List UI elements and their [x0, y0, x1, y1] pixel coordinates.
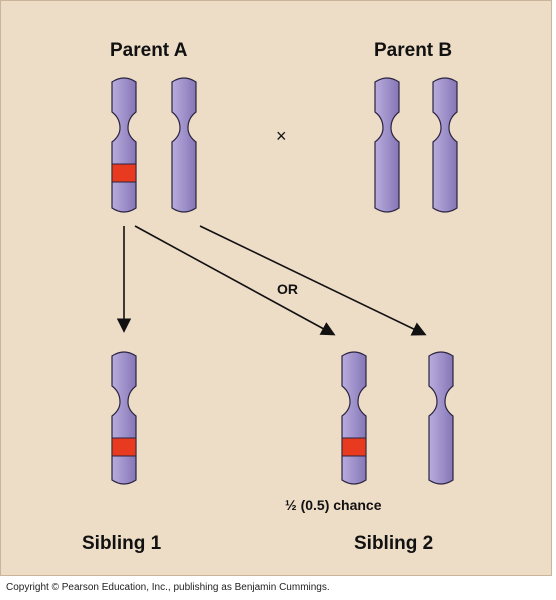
sibling-2-label: Sibling 2: [354, 533, 434, 554]
chance-label: ½ (0.5) chance: [285, 497, 382, 513]
gene-marker: [341, 437, 367, 457]
gene-marker: [111, 163, 137, 183]
parent-b-chromosome-1: [374, 77, 400, 213]
parent-a-chromosome-plain: [171, 77, 197, 213]
sibling-1-chromosome: [111, 351, 137, 485]
parent-a-chromosome-marked: [111, 77, 137, 213]
cross-symbol: ×: [276, 126, 287, 146]
parent-b-chromosome-2: [432, 77, 458, 213]
gene-marker: [111, 437, 137, 457]
sibling-2-chromosome-marked: [341, 351, 367, 485]
parent-a-label: Parent A: [110, 40, 188, 61]
copyright-notice: Copyright © Pearson Education, Inc., pub…: [6, 582, 330, 593]
parent-b-label: Parent B: [374, 40, 453, 61]
diagram-panel: [0, 0, 552, 576]
arrow-to-sibling-2-marked: [134, 225, 336, 336]
arrow-to-sibling-2-plain: [199, 225, 427, 336]
or-label: OR: [277, 281, 298, 297]
sibling-1-label: Sibling 1: [82, 533, 162, 554]
sibling-2-chromosome-plain: [428, 351, 454, 485]
